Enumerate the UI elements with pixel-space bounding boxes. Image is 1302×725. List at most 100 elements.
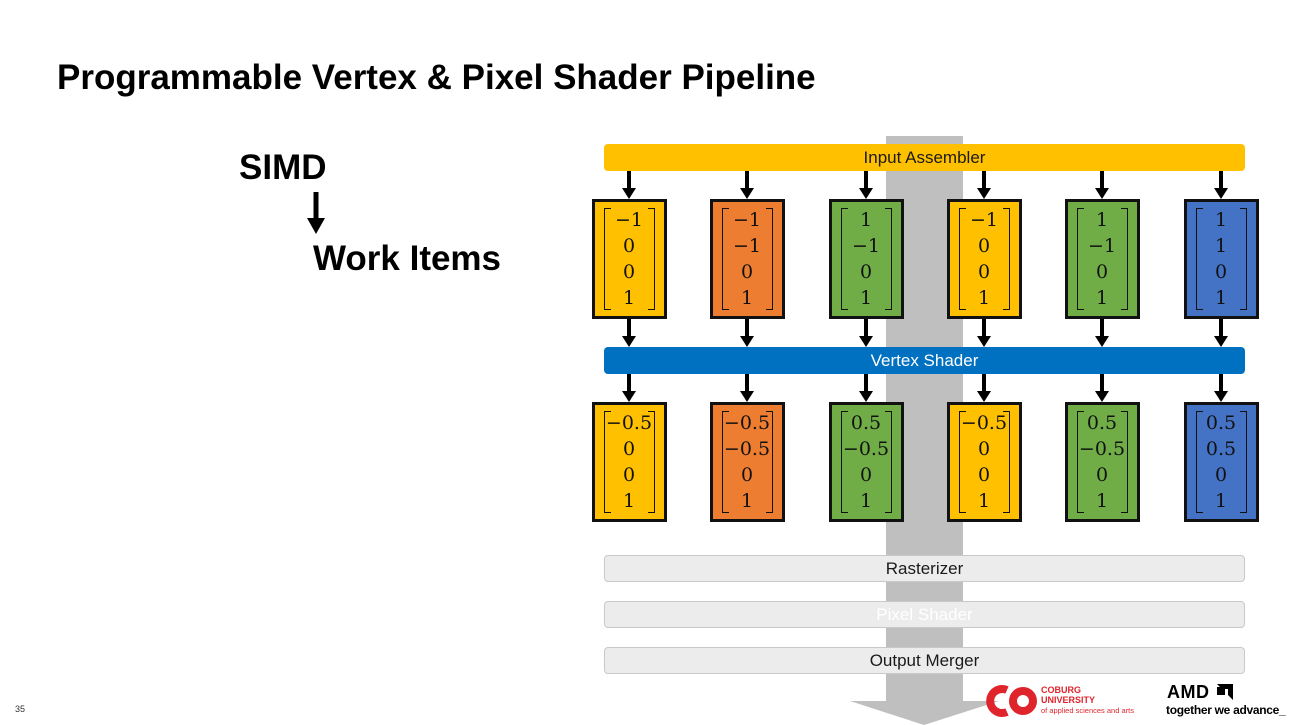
left-bracket	[603, 411, 611, 513]
down-arrow-icon	[859, 171, 873, 199]
right-bracket	[765, 208, 773, 310]
down-arrow-icon	[1214, 171, 1228, 199]
coburg-mark-icon	[986, 685, 1037, 717]
vector-component: 1	[1095, 209, 1109, 231]
right-bracket	[765, 411, 773, 513]
coburg-name: COBURG	[1041, 685, 1081, 695]
vector-component: 0	[622, 261, 636, 283]
right-bracket	[884, 208, 892, 310]
simd-label: SIMD	[239, 148, 327, 187]
pixel-shader-stage: Pixel Shader	[604, 601, 1245, 628]
amd-logo: AMD	[1167, 682, 1210, 702]
vector-component: −1	[969, 209, 998, 231]
right-bracket	[647, 208, 655, 310]
vector-component: 1	[859, 287, 873, 309]
work-items-label: Work Items	[313, 239, 502, 278]
vector-component: 0.5	[1086, 412, 1118, 434]
vector-component: 0	[1095, 261, 1109, 283]
left-bracket	[1195, 208, 1203, 310]
vector-component: 1	[977, 287, 991, 309]
vector-component: 0	[859, 464, 873, 486]
right-bracket	[1002, 208, 1010, 310]
vertex-shader-stage: Vertex Shader	[604, 347, 1245, 374]
down-arrow-icon	[622, 374, 636, 402]
vector-component: −1	[1087, 235, 1116, 257]
right-bracket	[1002, 411, 1010, 513]
amd-tagline: together we advance_	[1166, 703, 1286, 717]
input-assembler-stage: Input Assembler	[604, 144, 1245, 171]
vector-matrix: 1 −1 0 1	[1072, 206, 1133, 312]
down-arrow-icon	[859, 319, 873, 347]
left-bracket	[721, 208, 729, 310]
vector-component: 0	[977, 438, 991, 460]
vector-component: 0	[977, 464, 991, 486]
vector-component: 0	[740, 261, 754, 283]
down-arrow-icon	[1095, 171, 1109, 199]
vector-component: 1	[1214, 209, 1228, 231]
output-merger-stage: Output Merger	[604, 647, 1245, 674]
vector-component: 0.5	[850, 412, 882, 434]
left-bracket	[721, 411, 729, 513]
input-vector-box: −1 −1 0 1	[709, 199, 785, 319]
right-bracket	[1120, 208, 1128, 310]
vector-component: 0	[622, 438, 636, 460]
down-arrow-icon	[307, 192, 325, 234]
left-bracket	[840, 411, 848, 513]
down-arrow-icon	[1214, 374, 1228, 402]
vector-component: 1	[1214, 287, 1228, 309]
coburg-university: UNIVERSITY	[1041, 695, 1096, 705]
right-bracket	[1120, 411, 1128, 513]
vector-component: 1	[622, 490, 636, 512]
right-bracket	[1239, 411, 1247, 513]
down-arrow-icon	[1095, 319, 1109, 347]
vector-component: −1	[732, 235, 761, 257]
coburg-subtitle: of applied sciences and arts	[1041, 706, 1134, 715]
vector-component: 1	[622, 287, 636, 309]
vector-component: −0.5	[842, 438, 890, 460]
vector-component: 0	[740, 464, 754, 486]
rasterizer-stage: Rasterizer	[604, 555, 1245, 582]
slide-title: Programmable Vertex & Pixel Shader Pipel…	[57, 58, 816, 97]
vector-component: 1	[1095, 287, 1109, 309]
slide-number: 35	[15, 704, 26, 714]
vector-component: 1	[859, 209, 873, 231]
down-arrow-icon	[740, 319, 754, 347]
vector-component: 1	[740, 490, 754, 512]
down-arrow-icon	[740, 374, 754, 402]
vector-component: −0.5	[723, 438, 771, 460]
vector-component: 0	[622, 464, 636, 486]
vector-matrix: −1 −1 0 1	[717, 206, 778, 312]
left-bracket	[958, 208, 966, 310]
down-arrow-icon	[1214, 319, 1228, 347]
down-arrow-icon	[859, 374, 873, 402]
down-arrow-icon	[977, 171, 991, 199]
vector-component: 0	[859, 261, 873, 283]
vector-component: −1	[732, 209, 761, 231]
amd-arrow-icon	[1217, 684, 1233, 700]
vector-component: 1	[1214, 235, 1228, 257]
left-bracket	[1195, 411, 1203, 513]
vector-component: 0.5	[1205, 438, 1237, 460]
right-bracket	[884, 411, 892, 513]
left-bracket	[1076, 411, 1084, 513]
down-arrow-icon	[977, 319, 991, 347]
down-arrow-icon	[1095, 374, 1109, 402]
vector-component: 0	[977, 235, 991, 257]
vector-component: −1	[614, 209, 643, 231]
vector-component: 1	[740, 287, 754, 309]
